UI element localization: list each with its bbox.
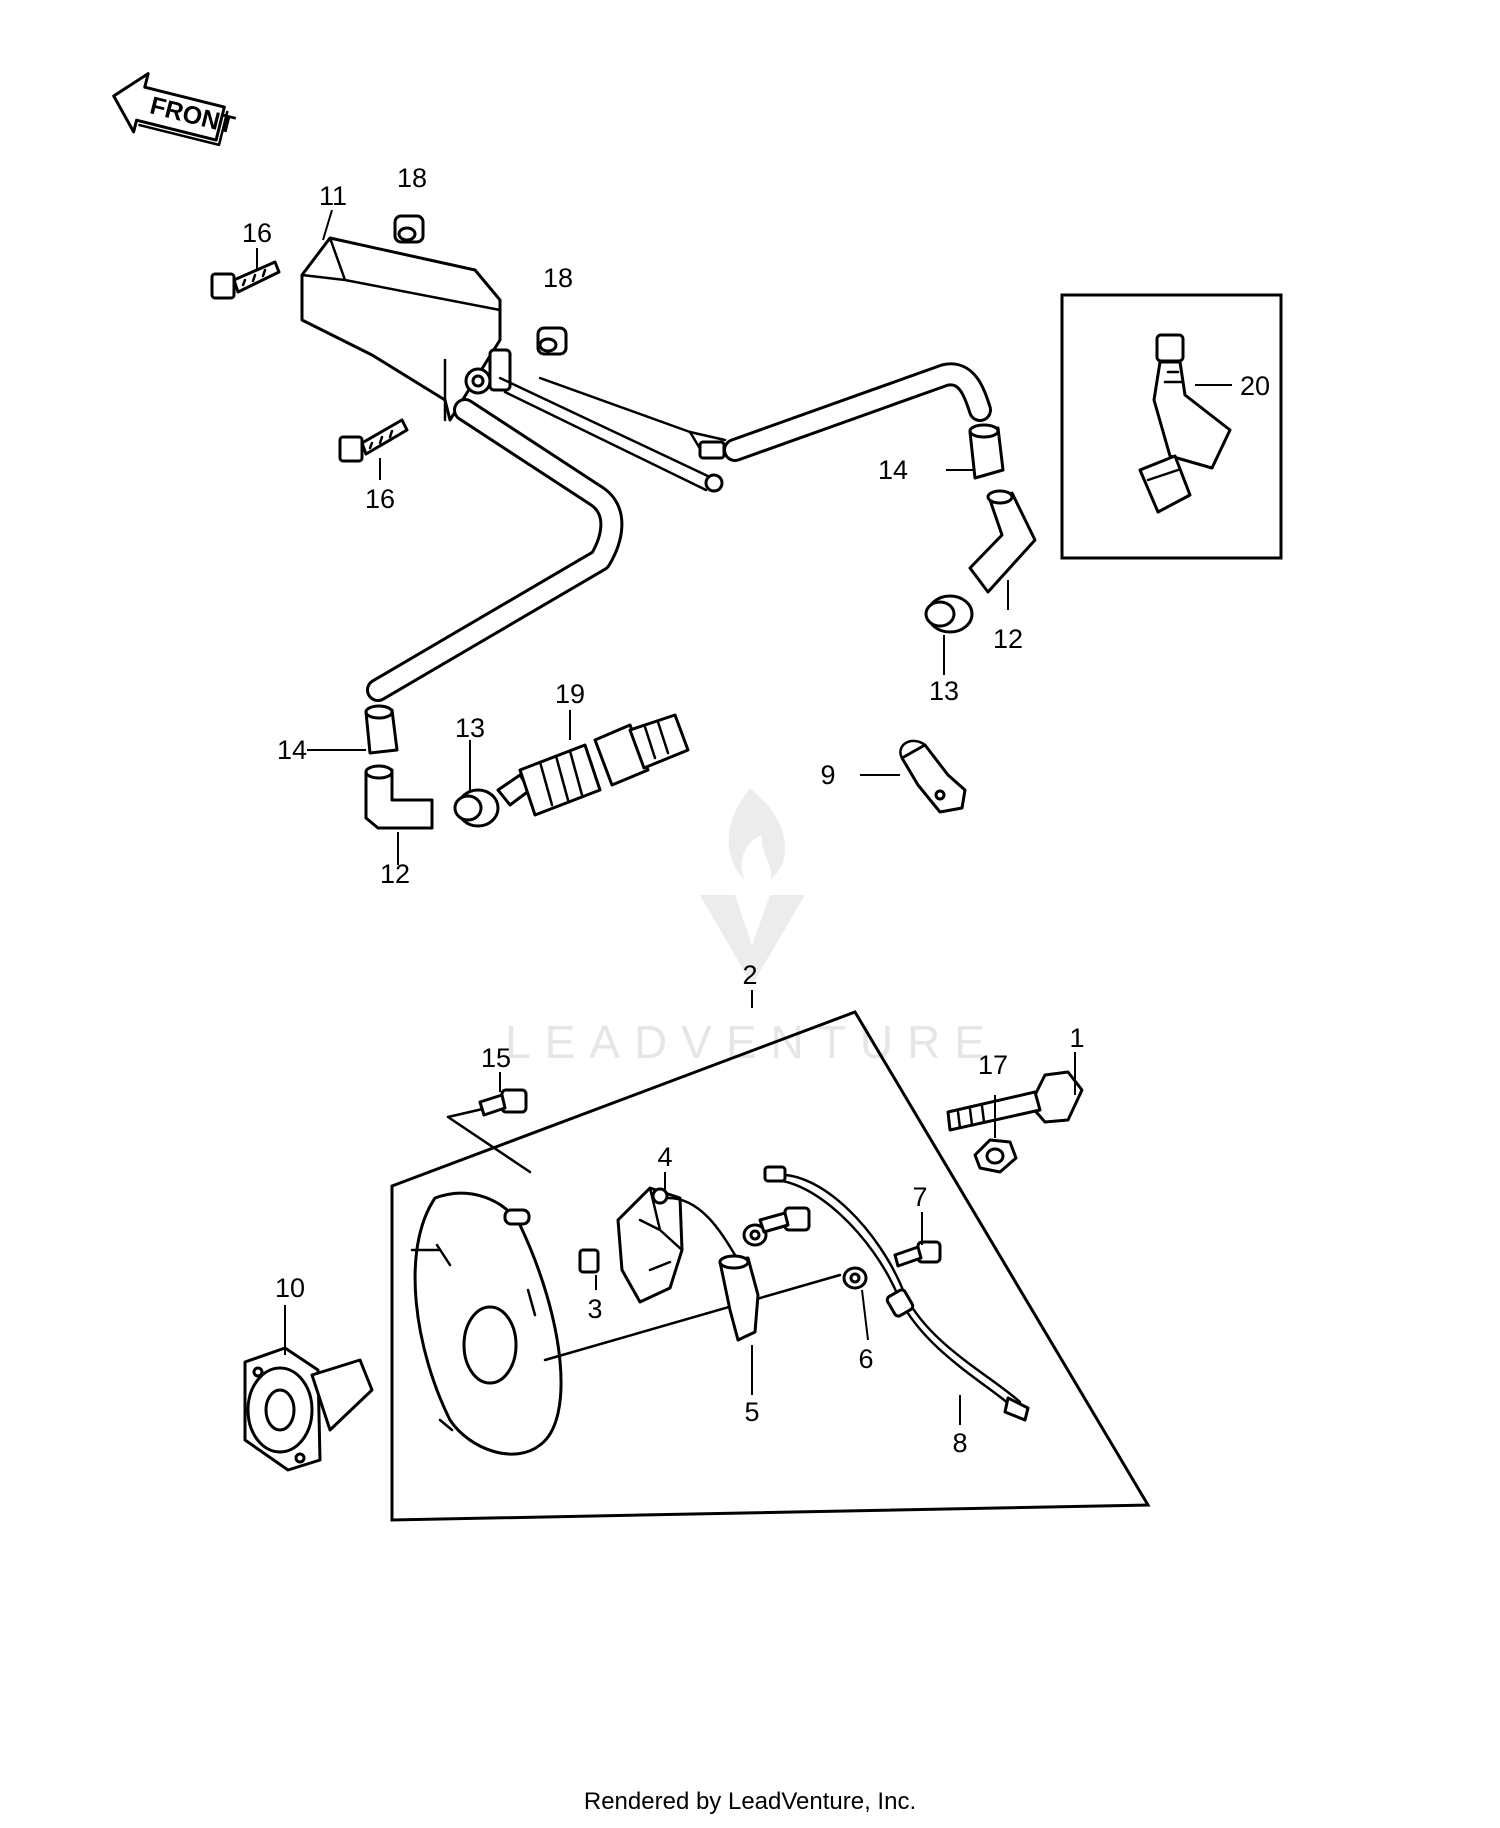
callout-15: 15 [481,1043,511,1073]
washer-part-6-upper [742,1223,768,1247]
callout-3: 3 [587,1294,602,1324]
plug-cap-part-14-left [364,704,399,755]
callout-18-upper: 18 [397,163,427,193]
callout-11: 11 [319,181,347,211]
bolt-part-16-lower [338,418,409,463]
watermark-logo [700,788,805,985]
callout-7: 7 [912,1182,927,1212]
ignition-coil-part-11 [300,236,512,422]
callout-13-right: 13 [929,676,959,706]
screw-part-15 [478,1088,528,1117]
callout-12-left: 12 [380,859,410,889]
callout-16-lower: 16 [365,484,395,514]
felt-part-3 [578,1248,600,1274]
clamp-part-9 [899,739,967,814]
timing-advancer-part-10 [243,1346,374,1472]
bolt-part-1 [946,1070,1084,1132]
nut-part-17 [973,1138,1018,1174]
grommet-part-13-left [453,788,500,828]
plug-cap-part-14-right [968,423,1005,480]
collar-part-18-upper [393,214,425,244]
callout-14-left: 14 [277,735,307,765]
spark-plug-part-19 [496,713,690,817]
grommet-part-13-right [924,594,974,634]
callout-12-right: 12 [993,624,1023,654]
breaker-assembly-frame [390,1010,1151,1522]
front-arrow [112,72,229,147]
base-plate [410,1191,563,1456]
collar-part-18-lower [536,326,568,356]
screw-part-7 [893,1240,942,1268]
callout-13-left: 13 [455,713,485,743]
footer-credit: Rendered by LeadVenture, Inc. [583,1788,917,1815]
bolt-part-16-upper [210,260,281,300]
plug-cap-part-12-right [968,489,1037,594]
lead-wire-part-8 [763,1165,1030,1422]
condenser-part-5 [718,1254,760,1342]
plug-cap-part-12-left [364,764,434,830]
callout-18-lower: 18 [543,263,573,293]
callout-4: 4 [657,1142,672,1172]
callout-19: 19 [555,679,585,709]
callout-10: 10 [275,1273,305,1303]
primary-wires [498,376,727,493]
callouts: 1 2 3 4 5 6 7 8 9 10 11 12 12 13 13 14 1… [242,163,1270,1458]
high-tension-lead-right [723,362,992,462]
washer-part-6-lower [842,1266,868,1290]
callout-17: 17 [978,1050,1008,1080]
inset-box [1060,293,1283,560]
callout-5: 5 [744,1397,759,1427]
contact-breaker-part-4 [616,1186,737,1304]
callout-20: 20 [1240,371,1270,401]
leader-lines [256,209,1232,1425]
screw-upper [758,1206,811,1234]
callout-2: 2 [742,960,757,990]
callout-16-upper: 16 [242,218,272,248]
callout-8: 8 [952,1428,967,1458]
callout-6: 6 [858,1344,873,1374]
plug-cap-part-20 [1138,333,1232,514]
watermark-text: LEADVENTURE [505,1016,999,1068]
high-tension-lead-left [366,398,624,702]
callout-14-right: 14 [878,455,908,485]
callout-9: 9 [820,760,835,790]
callout-1: 1 [1069,1023,1084,1053]
